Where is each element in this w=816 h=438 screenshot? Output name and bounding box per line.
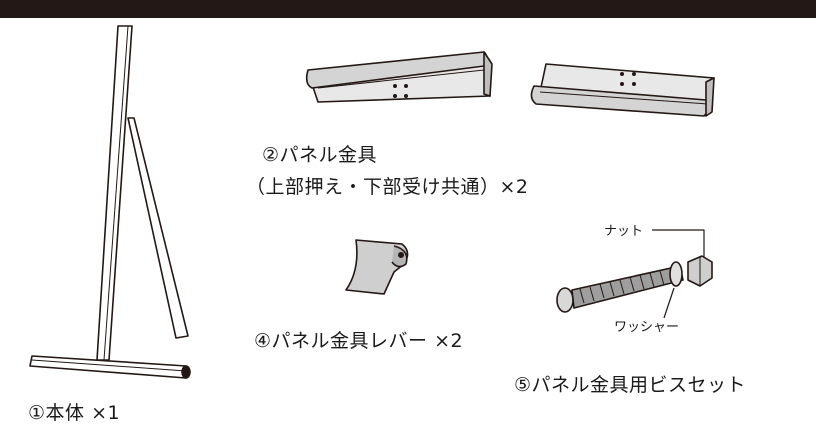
stand-body-drawing — [29, 25, 191, 379]
body-label: ①本体 ×1 — [28, 402, 121, 424]
panel-bracket-label: ②パネル金具 — [262, 144, 378, 166]
panel-bracket-sublabel: （上部押え・下部受け共通）×2 — [246, 176, 529, 198]
bracket-lever-drawing — [345, 239, 409, 295]
screw-set-label: ⑤パネル金具用ビスセット — [514, 374, 747, 396]
nut-callout-label: ナット — [604, 224, 644, 239]
screw-set-drawing — [556, 229, 713, 319]
header-bar — [0, 0, 816, 18]
panel-bracket-upper-drawing — [305, 51, 493, 103]
lever-label: ④パネル金具レバー ×2 — [254, 330, 464, 352]
panel-bracket-lower-drawing — [530, 63, 715, 117]
washer-callout-label: ワッシャー — [614, 320, 680, 335]
